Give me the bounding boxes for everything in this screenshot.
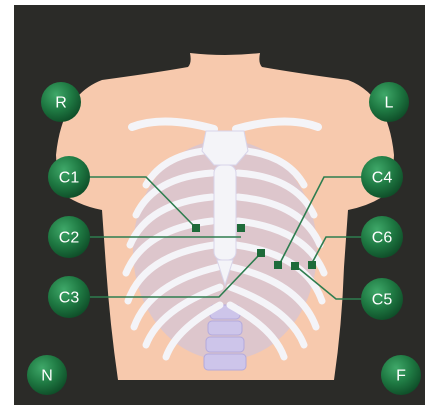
ecg-lead-diagram: R L C1 C2 C3 C4 C6 C5 N F	[14, 5, 425, 405]
electrode-c4-label: C4	[372, 170, 393, 187]
electrode-c2[interactable]: C2	[48, 216, 90, 258]
torso-illustration: R L C1 C2 C3 C4 C6 C5 N F	[14, 5, 425, 405]
electrode-n-label: N	[41, 368, 53, 385]
c2-marker	[237, 224, 245, 232]
electrode-c4[interactable]: C4	[361, 156, 403, 198]
electrode-c3-label: C3	[59, 290, 80, 307]
electrode-f[interactable]: F	[381, 355, 421, 395]
electrode-r[interactable]: R	[41, 82, 81, 122]
electrode-r-label: R	[55, 95, 67, 112]
electrode-n[interactable]: N	[27, 355, 67, 395]
c5-marker	[291, 262, 299, 270]
c1-marker	[192, 224, 200, 232]
electrode-c3[interactable]: C3	[48, 276, 90, 318]
electrode-c6-label: C6	[372, 230, 393, 247]
electrode-c5[interactable]: C5	[361, 278, 403, 320]
electrode-l-label: L	[385, 95, 394, 112]
electrode-c1[interactable]: C1	[48, 156, 90, 198]
c3-marker	[257, 249, 265, 257]
c4-marker	[274, 261, 282, 269]
electrode-c6[interactable]: C6	[361, 216, 403, 258]
electrode-l[interactable]: L	[369, 82, 409, 122]
c6-marker	[308, 261, 316, 269]
electrode-c1-label: C1	[59, 170, 80, 187]
electrode-c2-label: C2	[59, 230, 80, 247]
electrode-c5-label: C5	[372, 292, 393, 309]
electrode-f-label: F	[396, 368, 406, 385]
spine	[204, 305, 246, 370]
